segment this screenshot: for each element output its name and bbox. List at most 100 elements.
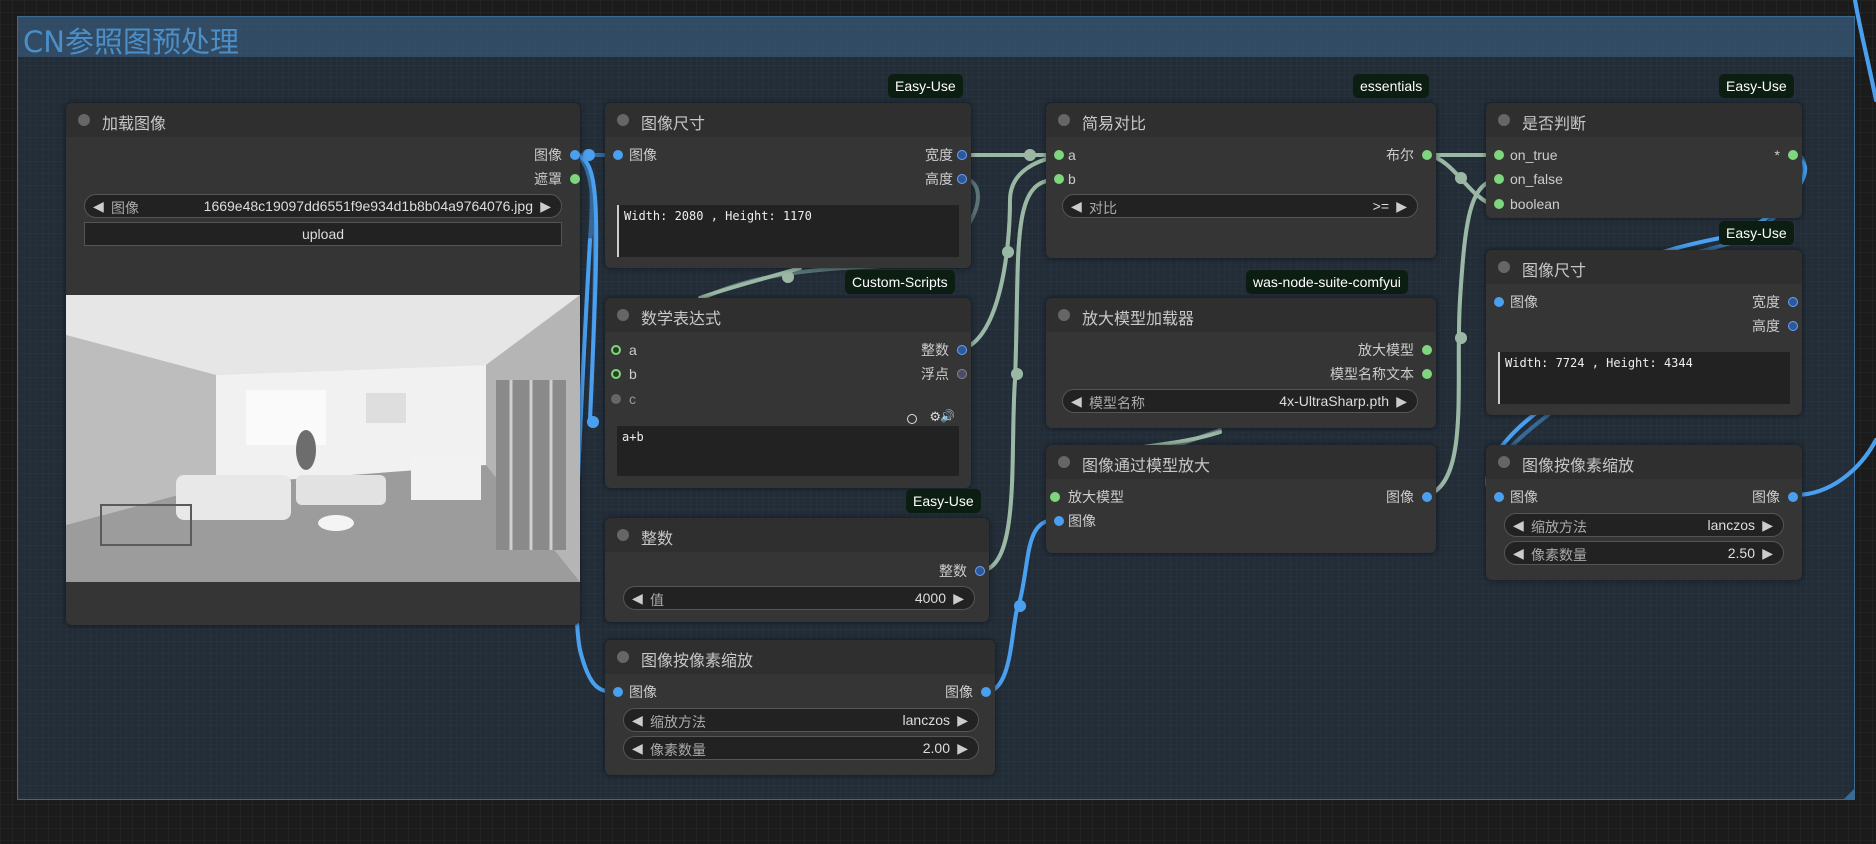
node-simple-compare[interactable]: 简易对比 a b 布尔 ◀ 对比 >= ▶ <box>1046 103 1436 258</box>
output-width-pin[interactable] <box>957 150 967 160</box>
output-mask-pin[interactable] <box>570 174 580 184</box>
node-title-bar[interactable]: 整数 <box>605 518 989 552</box>
megapixels-number-widget[interactable]: ◀ 像素数量 2.00 ▶ <box>623 736 979 760</box>
node-upscale-model-loader[interactable]: 放大模型加载器 放大模型 模型名称文本 ◀ 模型名称 4x-UltraSharp… <box>1046 298 1436 428</box>
collapse-dot-icon[interactable] <box>1498 456 1510 468</box>
node-image-size-2[interactable]: 图像尺寸 图像 宽度 高度 Width: 7724 , Height: 4344 <box>1486 250 1802 415</box>
node-scale-by-pixels-1[interactable]: 图像按像素缩放 图像 图像 ◀ 缩放方法 lanczos ▶ ◀ 像素数量 2.… <box>605 640 995 775</box>
expression-textbox[interactable]: a+b <box>617 426 959 476</box>
input-on-false-pin[interactable] <box>1494 174 1504 184</box>
output-name-pin[interactable] <box>1422 369 1432 379</box>
input-a-pin[interactable] <box>1054 150 1064 160</box>
input-b-pin[interactable] <box>1054 174 1064 184</box>
output-height-pin[interactable] <box>957 174 967 184</box>
arrow-right-icon[interactable]: ▶ <box>957 740 968 756</box>
node-if-else[interactable]: 是否判断 on_true on_false boolean * <box>1486 103 1802 218</box>
size-text-display[interactable]: Width: 2080 , Height: 1170 <box>617 205 959 257</box>
node-title-bar[interactable]: 图像通过模型放大 <box>1046 445 1436 479</box>
collapse-dot-icon[interactable] <box>617 651 629 663</box>
collapse-dot-icon[interactable] <box>1058 456 1070 468</box>
arrow-right-icon[interactable]: ▶ <box>953 590 964 606</box>
collapse-dot-icon[interactable] <box>78 114 90 126</box>
arrow-left-icon[interactable]: ◀ <box>1071 198 1082 214</box>
input-b-pin[interactable] <box>611 369 621 379</box>
arrow-left-icon[interactable]: ◀ <box>632 712 643 728</box>
input-boolean-pin[interactable] <box>1494 199 1504 209</box>
link-topright <box>1853 0 1876 102</box>
input-model-pin[interactable] <box>1050 492 1060 502</box>
arrow-right-icon[interactable]: ▶ <box>1762 517 1773 533</box>
output-image-pin[interactable] <box>1788 492 1798 502</box>
output-int-pin[interactable] <box>975 566 985 576</box>
collapse-dot-icon[interactable] <box>617 114 629 126</box>
output-image-pin[interactable] <box>981 687 991 697</box>
arrow-right-icon[interactable]: ▶ <box>540 198 551 214</box>
input-a-pin[interactable] <box>611 345 621 355</box>
arrow-left-icon[interactable]: ◀ <box>1513 517 1524 533</box>
node-title-bar[interactable]: 图像按像素缩放 <box>1486 445 1802 479</box>
input-c-pin[interactable] <box>611 394 621 404</box>
value-number-widget[interactable]: ◀ 值 4000 ▶ <box>623 586 975 610</box>
node-title-bar[interactable]: 图像尺寸 <box>1486 250 1802 284</box>
node-scale-by-pixels-2[interactable]: 图像按像素缩放 图像 图像 ◀ 缩放方法 lanczos ▶ ◀ 像素数量 2.… <box>1486 445 1802 580</box>
node-title-bar[interactable]: 数学表达式 <box>605 298 971 332</box>
output-image-label: 图像 <box>945 684 973 700</box>
speaker-icon[interactable]: 🔊 <box>940 409 955 423</box>
input-image-pin[interactable] <box>1054 516 1064 526</box>
arrow-left-icon[interactable]: ◀ <box>632 740 643 756</box>
node-title-bar[interactable]: 图像按像素缩放 <box>605 640 995 674</box>
scale-method-combo[interactable]: ◀ 缩放方法 lanczos ▶ <box>623 708 979 732</box>
input-image-pin[interactable] <box>613 687 623 697</box>
collapse-dot-icon[interactable] <box>1058 114 1070 126</box>
compare-op-combo[interactable]: ◀ 对比 >= ▶ <box>1062 194 1418 218</box>
collapse-dot-icon[interactable] <box>617 529 629 541</box>
node-math-expression[interactable]: 数学表达式 a b c 整数 浮点 ⚙ 🔊 a+b <box>605 298 971 488</box>
node-load-image[interactable]: 加载图像 图像 遮罩 ◀ 图像 1669e48c19097dd6551f9e93… <box>66 103 580 625</box>
arrow-left-icon[interactable]: ◀ <box>1071 393 1082 409</box>
group-header[interactable]: CN参照图预处理 <box>18 17 1854 59</box>
output-image-label: 图像 <box>1752 489 1780 505</box>
arrow-right-icon[interactable]: ▶ <box>957 712 968 728</box>
node-image-size-1[interactable]: 图像尺寸 图像 宽度 高度 Width: 2080 , Height: 1170 <box>605 103 971 268</box>
output-mask-label: 遮罩 <box>534 171 562 187</box>
node-integer[interactable]: 整数 整数 ◀ 值 4000 ▶ <box>605 518 989 622</box>
upload-button[interactable]: upload <box>84 222 562 246</box>
node-title-bar[interactable]: 图像尺寸 <box>605 103 971 137</box>
node-title-bar[interactable]: 是否判断 <box>1486 103 1802 137</box>
scale-method-combo[interactable]: ◀ 缩放方法 lanczos ▶ <box>1504 513 1784 537</box>
collapse-dot-icon[interactable] <box>617 309 629 321</box>
output-height-pin[interactable] <box>1788 321 1798 331</box>
output-float-pin[interactable] <box>957 369 967 379</box>
input-on-true-pin[interactable] <box>1494 150 1504 160</box>
collapse-dot-icon[interactable] <box>1498 114 1510 126</box>
output-model-pin[interactable] <box>1422 345 1432 355</box>
output-any-pin[interactable] <box>1788 150 1798 160</box>
input-image-pin[interactable] <box>613 150 623 160</box>
size-text-display[interactable]: Width: 7724 , Height: 4344 <box>1498 352 1790 404</box>
node-upscale-with-model[interactable]: 图像通过模型放大 放大模型 图像 图像 <box>1046 445 1436 553</box>
input-image-pin[interactable] <box>1494 492 1504 502</box>
collapse-dot-icon[interactable] <box>1058 309 1070 321</box>
node-title-bar[interactable]: 简易对比 <box>1046 103 1436 137</box>
arrow-left-icon[interactable]: ◀ <box>632 590 643 606</box>
node-title-bar[interactable]: 放大模型加载器 <box>1046 298 1436 332</box>
arrow-right-icon[interactable]: ▶ <box>1762 545 1773 561</box>
arrow-right-icon[interactable]: ▶ <box>1396 393 1407 409</box>
arrow-right-icon[interactable]: ▶ <box>1396 198 1407 214</box>
output-width-pin[interactable] <box>1788 297 1798 307</box>
output-int-pin[interactable] <box>957 345 967 355</box>
image-select-combo[interactable]: ◀ 图像 1669e48c19097dd6551f9e934d1b8b04a97… <box>84 194 562 218</box>
input-image-pin[interactable] <box>1494 297 1504 307</box>
output-bool-pin[interactable] <box>1422 150 1432 160</box>
megapixels-number-widget[interactable]: ◀ 像素数量 2.50 ▶ <box>1504 541 1784 565</box>
arrow-left-icon[interactable]: ◀ <box>1513 545 1524 561</box>
group-resize-handle[interactable] <box>1844 789 1854 799</box>
arrow-left-icon[interactable]: ◀ <box>93 198 104 214</box>
node-title-bar[interactable]: 加载图像 <box>66 103 580 137</box>
output-image-pin[interactable] <box>1422 492 1432 502</box>
output-image-pin[interactable] <box>570 150 580 160</box>
gear-icon[interactable]: ⚙ <box>929 409 941 424</box>
circle-icon[interactable] <box>907 414 917 424</box>
collapse-dot-icon[interactable] <box>1498 261 1510 273</box>
model-name-combo[interactable]: ◀ 模型名称 4x-UltraSharp.pth ▶ <box>1062 389 1418 413</box>
